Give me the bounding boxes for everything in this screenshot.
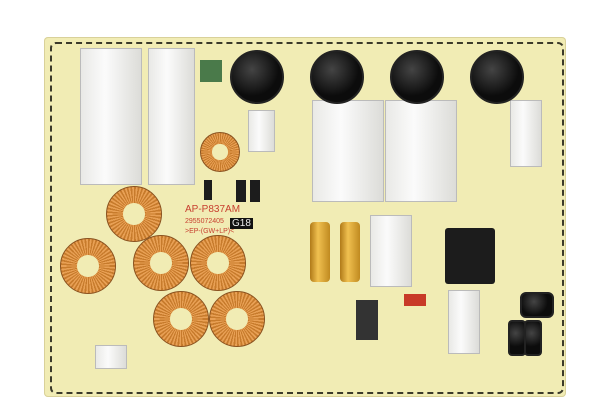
capacitor-4 [470, 50, 524, 104]
transformer-left [80, 48, 142, 185]
capacitor-3 [390, 50, 444, 104]
capacitor-1 [230, 50, 284, 104]
small-capacitor-1 [520, 292, 554, 318]
connector-white [95, 345, 127, 369]
component [200, 60, 222, 82]
small-capacitor-3 [524, 320, 542, 356]
material-mark: >EP-(GW+LP)< [185, 228, 235, 235]
relay-block [370, 215, 412, 287]
small-toroid [200, 132, 240, 172]
toroid-4 [190, 235, 246, 291]
component [204, 180, 212, 200]
revision-label: G18 [230, 218, 253, 229]
toroid-2 [60, 238, 116, 294]
connector [356, 300, 378, 340]
small-block-right [510, 100, 542, 167]
toroid-3 [133, 235, 189, 291]
capacitor-2 [310, 50, 364, 104]
toroid-5 [153, 291, 209, 347]
component [250, 180, 260, 202]
black-transformer [445, 228, 495, 284]
toroid-1 [106, 186, 162, 242]
toroid-6 [209, 291, 265, 347]
heatsink-block-2 [385, 100, 457, 202]
part-number: 2955072405 [185, 218, 224, 225]
model-label: AP-P837AM [185, 204, 241, 215]
small-block-bottom [448, 290, 480, 354]
logo-block [404, 294, 426, 306]
heatsink-block-1 [312, 100, 384, 202]
gold-capacitor-1 [310, 222, 330, 282]
small-transformer [248, 110, 275, 152]
board-outline-trace [50, 42, 564, 394]
transformer-left-2 [148, 48, 195, 185]
gold-capacitor-2 [340, 222, 360, 282]
component [236, 180, 246, 202]
